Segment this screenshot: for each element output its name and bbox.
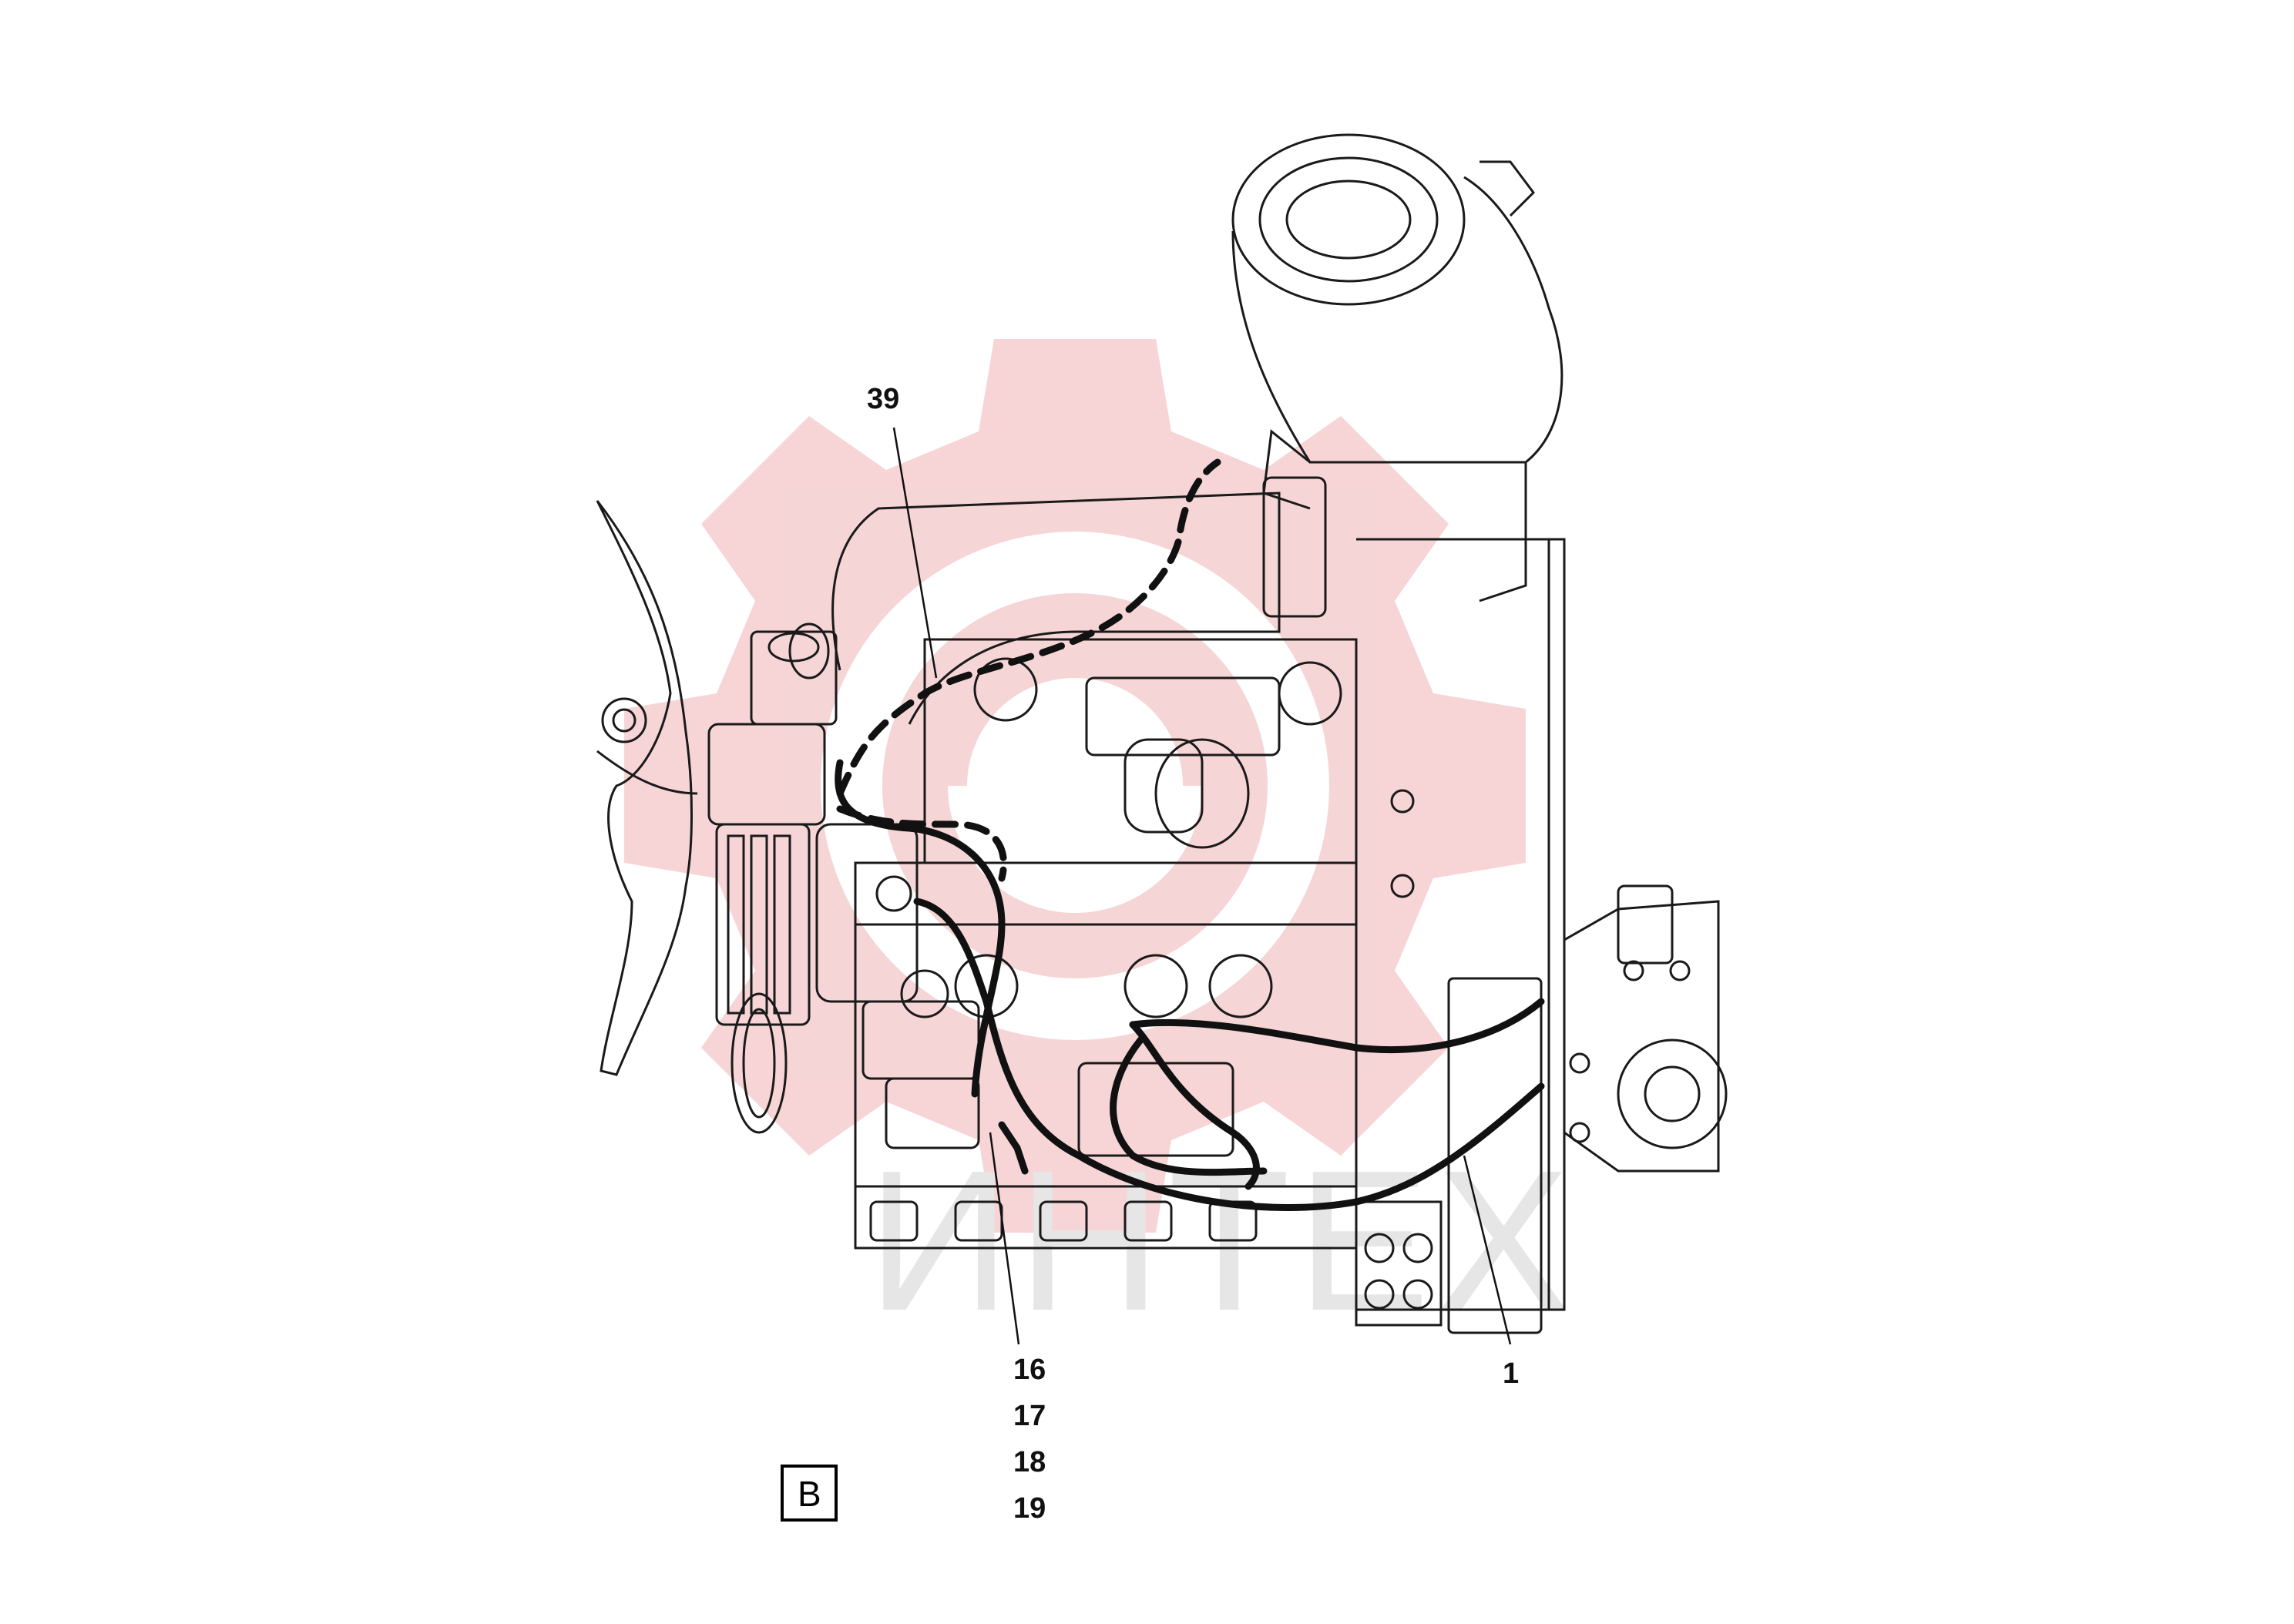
callout-label-17: 17 [1013,1400,1046,1432]
callout-label-18: 18 [1013,1446,1046,1478]
leader-line-16 [989,1132,1020,1345]
alternator [815,823,980,1080]
flywheel-housing [1355,538,1566,1334]
intake-pipe [788,476,1327,725]
view-marker-letter: B [798,1474,821,1514]
turbo-inlet-housing [1231,133,1563,602]
cylinder-head [923,638,1358,864]
wiring-harness-dashed [836,458,1221,882]
hydraulic-pump [1563,884,1728,1173]
leader-lines [892,427,1512,1345]
callout-label-16: 16 [1013,1354,1046,1386]
pulley-assembly [707,630,838,1134]
leader-line-39 [892,427,938,679]
fan-blade [596,500,698,1076]
view-marker-box [781,1465,838,1522]
view-marker: B [781,1465,838,1522]
wiring-harness [835,759,1545,1211]
leader-line-1 [1463,1155,1512,1345]
callout-label-19: 19 [1013,1492,1046,1525]
callout-label-39: 39 [867,383,899,415]
watermark-gear-logo [624,339,1526,1233]
callout-label-1: 1 [1503,1357,1519,1390]
